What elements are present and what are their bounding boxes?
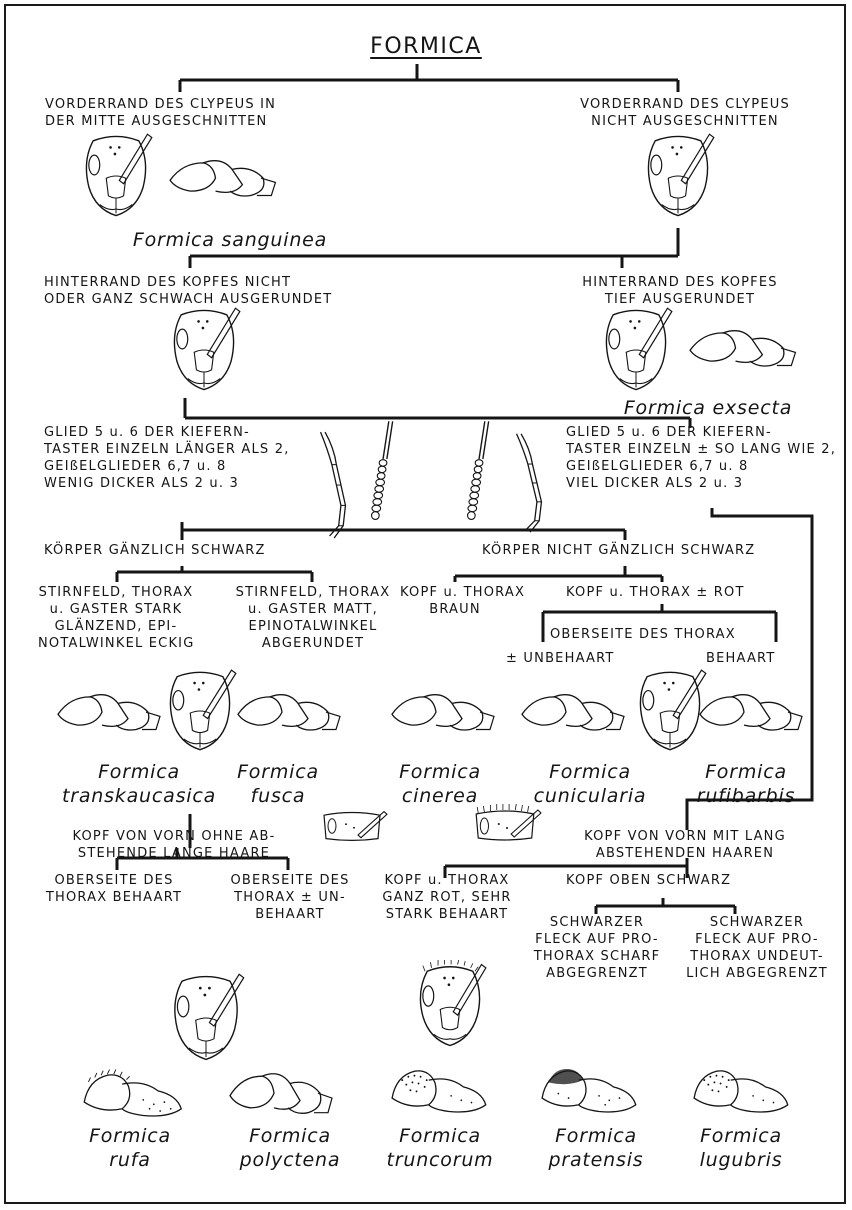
ant-head-head-right-1-icon	[640, 132, 716, 220]
ant-spotted-pronotum-body-lugubris-icon	[690, 1060, 802, 1116]
ant-head-head-exsecta-icon	[598, 306, 674, 394]
couplet-6-box: OBERSEITE DES THORAX	[550, 627, 736, 642]
hairy-head-profile-hairy-head-profile-long-hairs-icon	[470, 804, 542, 844]
couplet-9-b: SCHWARZER FLECK AUF PRO- THORAX UNDEUT- …	[686, 915, 828, 981]
species-exsecta: Formica exsecta	[623, 397, 793, 419]
ant-body-body-exsecta-icon	[688, 322, 812, 372]
couplet-7-right: KOPF VON VORN MIT LANG ABSTEHENDEN HAARE…	[584, 829, 786, 861]
ant-dark-pronotum-body-pratensis-icon	[538, 1068, 650, 1116]
couplet-8-a: OBERSEITE DES THORAX BEHAART	[45, 873, 183, 905]
species-fusca: Formica fusca	[237, 761, 319, 807]
couplet-8-d: KOPF OBEN SCHWARZ	[566, 873, 732, 888]
ant-body-body-sanguinea-icon	[168, 152, 292, 202]
species-cinerea: Formica cinerea	[399, 761, 481, 807]
ant-body-body-fusca-icon	[236, 686, 356, 736]
ant-body-body-rufibarbis-icon	[698, 686, 818, 736]
species-cunicularia: Formica cunicularia	[533, 761, 647, 807]
ant-body-body-cunicularia-icon	[520, 686, 640, 736]
couplet-6-left: ± UNBEHAART	[506, 651, 615, 666]
couplet-1-left: VORDERRAND DES CLYPEUS IN DER MITTE AUSG…	[45, 97, 277, 129]
couplet-5-a: STIRNFELD, THORAX u. GASTER STARK GLÄNZE…	[38, 585, 195, 651]
antenna-antenna-left-icon	[360, 420, 408, 524]
couplet-9-a: SCHWARZER FLECK AUF PRO- THORAX SCHARF A…	[533, 915, 661, 981]
species-truncorum: Formica truncorum	[386, 1125, 494, 1171]
couplet-4-right: KÖRPER NICHT GÄNZLICH SCHWARZ	[482, 543, 756, 558]
couplet-5-c: KOPF u. THORAX BRAUN	[400, 585, 526, 617]
species-rufa: Formica rufa	[89, 1125, 171, 1171]
species-pratensis: Formica pratensis	[548, 1125, 644, 1171]
key-title: FORMICA	[370, 34, 482, 59]
species-rufibarbis: Formica rufibarbis	[696, 761, 796, 807]
palp-palp-left-icon	[316, 428, 350, 540]
couplet-2-right: HINTERRAND DES KOPFES TIEF AUSGERUNDET	[582, 275, 778, 307]
species-transkaucasica: Formica transkaucasica	[61, 761, 217, 807]
couplet-5-d: KOPF u. THORAX ± ROT	[566, 585, 745, 600]
couplet-8-b: OBERSEITE DES THORAX ± UN- BEHAART	[230, 873, 350, 922]
antenna-antenna-right-icon	[456, 420, 504, 524]
couplet-7-left: KOPF VON VORN OHNE AB- STEHENDE LANGE HA…	[72, 829, 276, 861]
palp-palp-right-icon	[512, 430, 546, 534]
page-frame	[4, 4, 846, 1204]
ant-body-body-polyctena-icon	[228, 1064, 348, 1120]
ant-body-body-transkaucasica-icon	[56, 686, 176, 736]
ant-head-head-fusca-icon	[162, 668, 238, 754]
ant-spotted-pronotum-body-truncorum-icon	[388, 1060, 500, 1116]
couplet-2-left: HINTERRAND DES KOPFES NICHT ODER GANZ SC…	[44, 275, 333, 307]
hairy-head-profile-head-profile-no-hairs-icon	[318, 808, 388, 844]
species-lugubris: Formica lugubris	[699, 1125, 783, 1171]
couplet-6-right: BEHAART	[706, 651, 776, 666]
species-sanguinea: Formica sanguinea	[132, 229, 328, 251]
couplet-3-right: GLIED 5 u. 6 DER KIEFERN- TASTER EINZELN…	[566, 425, 837, 491]
ant-head-head-rufibarbis-icon	[632, 668, 708, 754]
species-polyctena: Formica polyctena	[239, 1125, 341, 1171]
ant-head-head-level-2-left-icon	[166, 306, 242, 394]
ant-gaster-hairy-body-rufa-icon	[80, 1064, 196, 1120]
couplet-8-c: KOPF u. THORAX GANZ ROT, SEHR STARK BEHA…	[382, 873, 512, 922]
ant-head-hairy-head-truncorum-icon	[412, 960, 488, 1050]
ant-head-head-rufa-group-icon	[166, 972, 246, 1064]
couplet-4-left: KÖRPER GÄNZLICH SCHWARZ	[44, 543, 266, 558]
ant-head-head-sanguinea-icon	[78, 132, 154, 220]
couplet-5-b: STIRNFELD, THORAX u. GASTER MATT, EPINOT…	[235, 585, 391, 651]
ant-body-body-cinerea-icon	[390, 686, 510, 736]
couplet-3-left: GLIED 5 u. 6 DER KIEFERN- TASTER EINZELN…	[44, 425, 290, 491]
couplet-1-right: VORDERRAND DES CLYPEUS NICHT AUSGESCHNIT…	[580, 97, 790, 129]
